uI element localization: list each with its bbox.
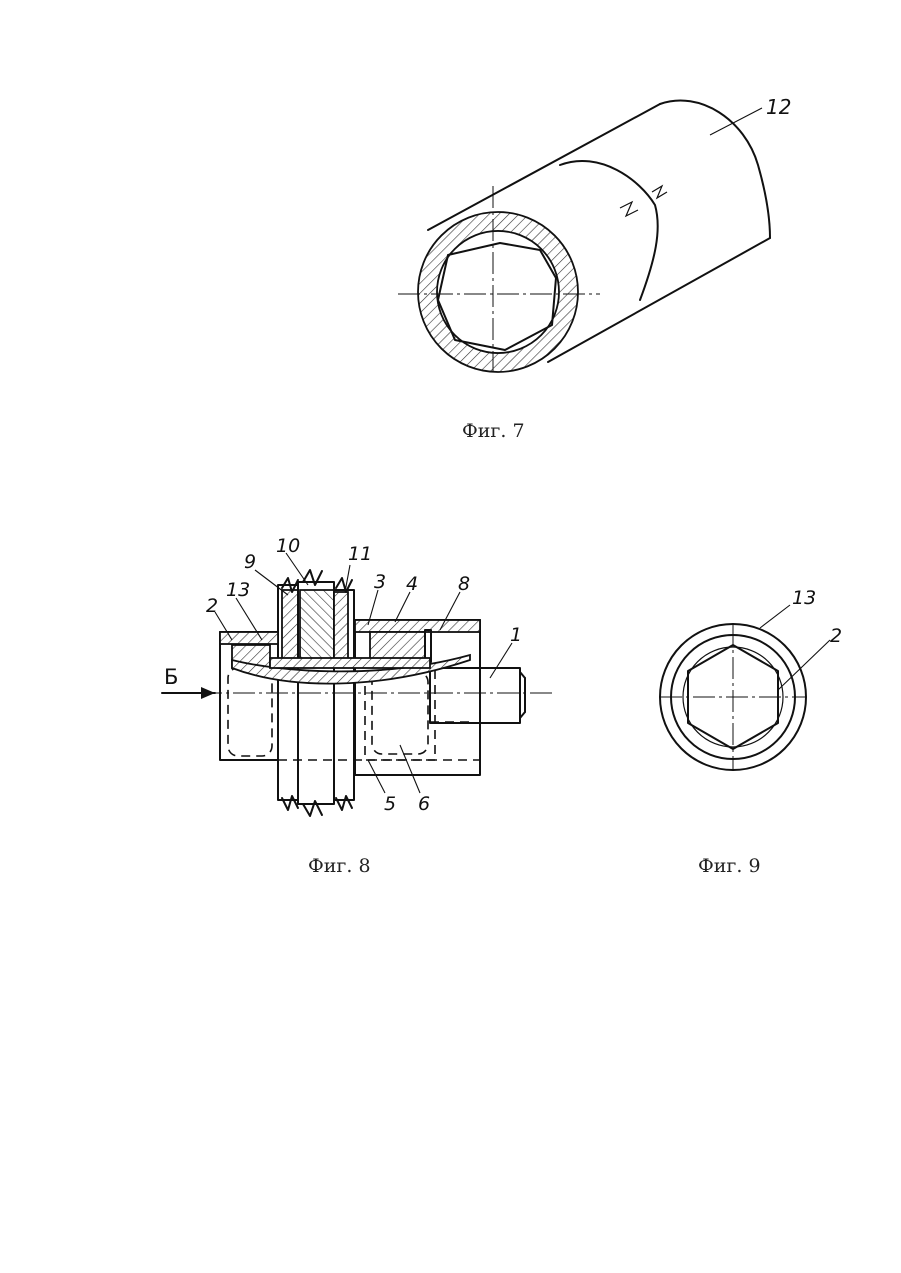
fig8-label-6: 6 [418, 793, 430, 815]
figure-7: 12 Фиг. 7 [398, 95, 791, 442]
fig7-caption: Фиг. 7 [462, 420, 525, 442]
fig8-label-3: 3 [374, 571, 386, 593]
assembly-section [162, 570, 555, 816]
fig8-caption: Фиг. 8 [308, 855, 371, 877]
fig7-label-12: 12 [766, 95, 791, 119]
fig8-label-b: Б [164, 665, 178, 689]
tube-drawing [398, 101, 770, 372]
fig8-label-13: 13 [226, 579, 250, 601]
fig8-label-9: 9 [244, 551, 256, 573]
fig9-label-2: 2 [830, 625, 842, 647]
fig8-label-11: 11 [348, 543, 372, 565]
end-view [660, 624, 806, 770]
fig8-label-8: 8 [458, 573, 470, 595]
figure-8: 10 11 9 13 3 4 8 2 1 Б 5 6 Фиг. 8 [162, 535, 555, 877]
fig9-label-13: 13 [792, 587, 816, 609]
fig8-label-10: 10 [276, 535, 300, 557]
fig8-label-5: 5 [384, 793, 396, 815]
figure-9: 13 2 Фиг. 9 [660, 587, 842, 877]
fig8-label-2: 2 [206, 595, 218, 617]
fig9-caption: Фиг. 9 [698, 855, 761, 877]
fig8-label-1: 1 [510, 624, 522, 646]
fig8-label-4: 4 [406, 573, 418, 595]
